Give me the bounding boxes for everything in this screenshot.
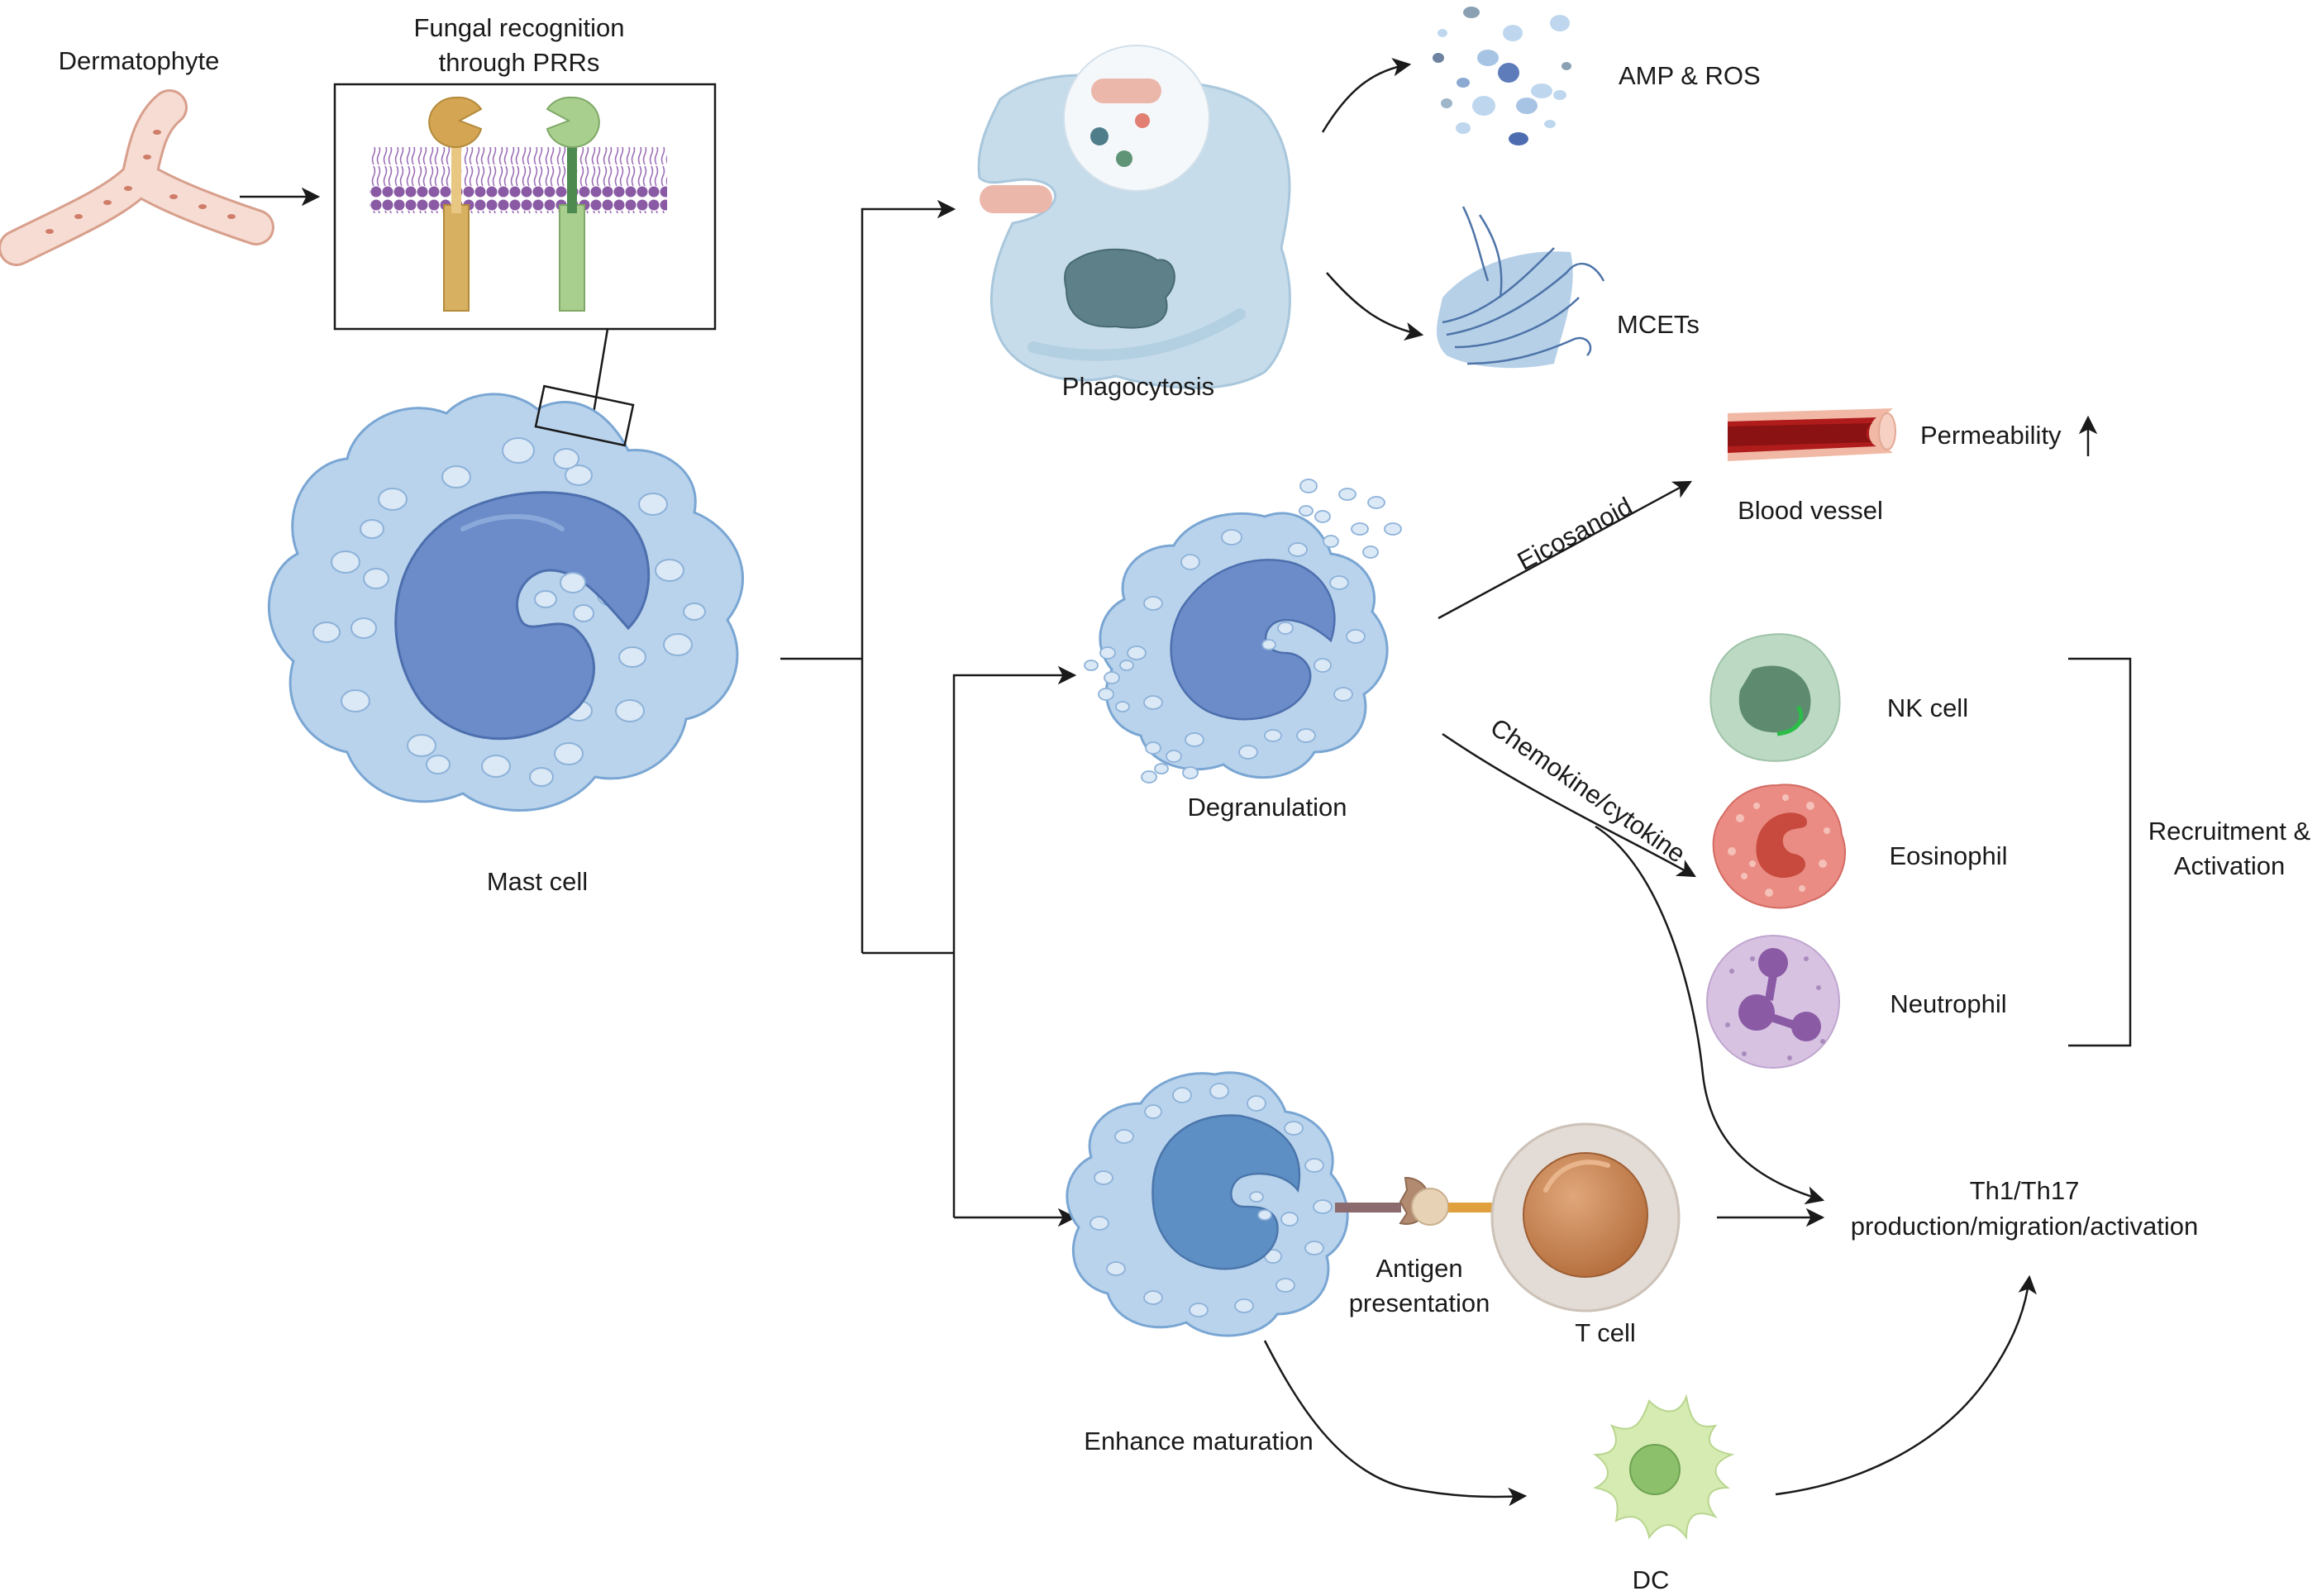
mast-cell	[267, 393, 744, 812]
label-nk-cell: NK cell	[1887, 693, 1968, 722]
phagocyte-nucleus	[1064, 248, 1175, 329]
arrow-enhance-maturation	[1263, 1340, 1528, 1507]
arrow-chemokine	[1442, 732, 1696, 878]
label-neutrophil: Neutrophil	[1890, 989, 2006, 1018]
released-granules	[1084, 479, 1402, 784]
label-eicosanoid: Eicosanoid	[1513, 492, 1637, 576]
label-prr-line1: Fungal recognition	[413, 13, 624, 42]
blood-vessel	[1728, 408, 1896, 461]
label-recruitment-line2: Activation	[2174, 851, 2285, 880]
label-mcets: MCETs	[1617, 310, 1700, 339]
nk-cell	[1709, 633, 1841, 762]
membrane-zoom-marker	[534, 384, 635, 447]
engulfed-hypha	[980, 185, 1052, 213]
degranulating-mast-cell	[1099, 512, 1389, 779]
dermatophyte-hypha	[0, 89, 274, 266]
neutrophil	[1706, 935, 1840, 1069]
arrow-to-amp-ros	[1321, 58, 1412, 133]
mcets-traps	[1437, 206, 1605, 369]
inset-connector-line	[592, 328, 609, 414]
label-chemokine: Chemokine/cytokine	[1485, 712, 1691, 869]
label-th-line2: production/migration/activation	[1851, 1212, 2198, 1241]
label-antigen-line1: Antigen	[1376, 1254, 1462, 1283]
label-dc: DC	[1633, 1565, 1670, 1594]
arrow-dc-to-th	[1775, 1274, 2037, 1496]
eosinophil	[1712, 784, 1846, 909]
label-t-cell: T cell	[1575, 1318, 1636, 1347]
recruitment-bracket	[2068, 657, 2132, 1047]
label-prr-line2: through PRRs	[439, 48, 600, 77]
arrow-chemokine-to-th	[1595, 825, 1825, 1205]
label-recruitment-line1: Recruitment &	[2148, 817, 2311, 846]
label-enhance-maturation: Enhance maturation	[1084, 1427, 1313, 1455]
phagocytosing-mast-cell	[977, 45, 1291, 389]
label-degranulation: Degranulation	[1187, 793, 1347, 822]
label-antigen-line2: presentation	[1349, 1289, 1490, 1317]
prr-receptor-2	[546, 96, 600, 312]
mhc-tcr-complex	[1335, 1176, 1498, 1226]
amp-ros-particles	[1433, 7, 1571, 145]
label-th-line1: Th1/Th17	[1970, 1176, 2080, 1205]
t-cell	[1490, 1122, 1681, 1313]
mast-granules	[312, 437, 706, 787]
label-phagocytosis: Phagocytosis	[1062, 372, 1214, 401]
connector-to-phagocytosis	[861, 199, 956, 953]
arrow-to-mcets	[1326, 272, 1424, 341]
prr-receptor-1	[428, 96, 483, 312]
dendritic-cell	[1592, 1394, 1735, 1540]
label-blood-vessel: Blood vessel	[1738, 496, 1883, 525]
label-amp-ros: AMP & ROS	[1619, 61, 1761, 90]
label-mast-cell: Mast cell	[487, 867, 588, 896]
arrow-eicosanoid	[1438, 480, 1692, 620]
cell-membrane	[370, 147, 667, 213]
label-eosinophil: Eosinophil	[1889, 841, 2007, 870]
antigen-presenting-mast-cell	[1066, 1071, 1349, 1337]
label-dermatophyte: Dermatophyte	[59, 46, 220, 75]
label-permeability: Permeability	[1920, 421, 2062, 450]
connector-to-degranulation	[952, 665, 1077, 1217]
